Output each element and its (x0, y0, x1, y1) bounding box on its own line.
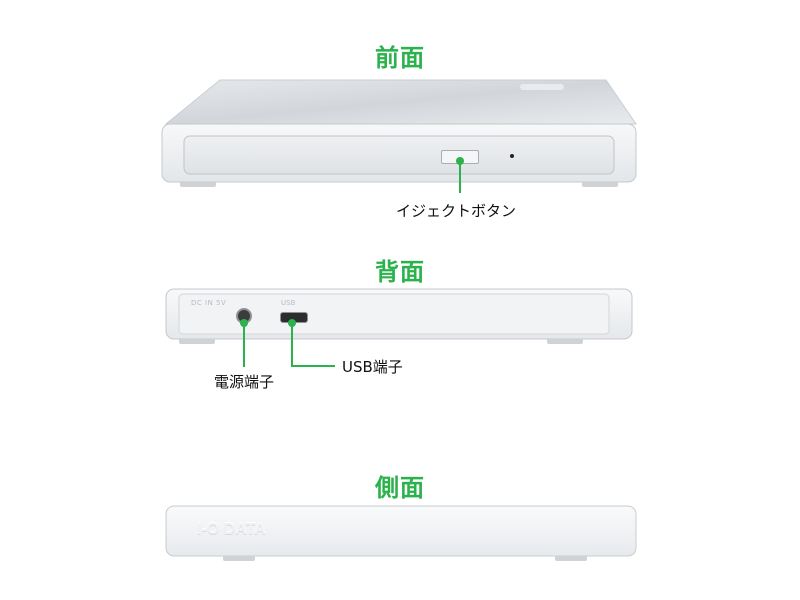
usb-callout-line-vertical (291, 325, 293, 367)
dc-in-print: DC IN 5V (191, 299, 227, 307)
usb-port-label: USB端子 (342, 358, 403, 376)
front-foot-right (582, 182, 618, 187)
back-device-illustration (165, 288, 633, 340)
front-device-view (160, 78, 640, 193)
power-callout-dot (240, 319, 248, 327)
activity-indicator (510, 154, 514, 158)
side-device-view: I-O DATA (165, 505, 637, 565)
front-device-illustration (161, 79, 637, 183)
usb-print: USB (281, 299, 296, 307)
side-foot-right (555, 556, 587, 561)
power-jack-label: 電源端子 (214, 373, 275, 391)
usb-callout-dot (288, 319, 296, 327)
side-device-illustration (165, 505, 637, 557)
usb-callout-line-horizontal (291, 365, 335, 367)
back-foot-right (547, 339, 583, 344)
eject-button-label: イジェクトボタン (396, 202, 517, 220)
front-foot-left (180, 182, 216, 187)
back-foot-left (179, 339, 215, 344)
back-device-view: DC IN 5V USB (165, 288, 633, 346)
brand-logo: I-O DATA (197, 521, 266, 538)
side-foot-left (223, 556, 255, 561)
side-heading: 側面 (375, 474, 425, 502)
front-heading: 前面 (375, 44, 425, 72)
eject-callout-line (459, 163, 461, 193)
eject-callout-dot (456, 157, 464, 165)
power-callout-line (243, 325, 245, 367)
back-heading: 背面 (375, 258, 425, 286)
